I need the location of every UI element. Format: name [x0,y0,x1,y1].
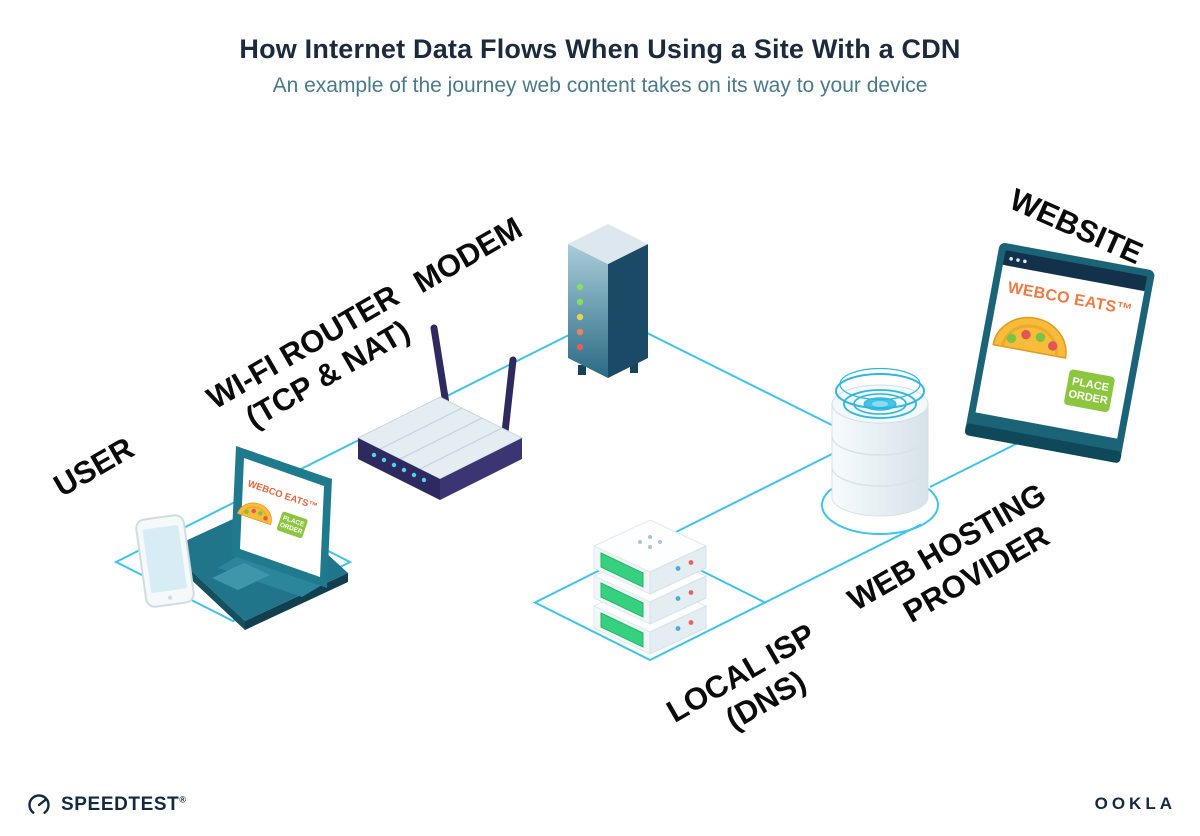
modem-side-face [608,244,648,378]
browser-titlebar [1003,250,1147,291]
modem-top-face [568,224,648,264]
registered-mark: ® [179,794,187,805]
floating-ring [835,373,925,409]
svg-text:MODEM: MODEM [408,210,528,300]
page-title: How Internet Data Flows When Using a Sit… [239,34,961,64]
hosting-database [831,367,929,517]
isp-server [592,519,708,655]
cylinder-body [831,403,929,517]
browser-window-dots [1009,257,1027,264]
header: How Internet Data Flows When Using a Sit… [0,34,1200,98]
modem-label: MODEM [408,210,528,300]
phone-home-button [167,595,173,600]
phone-screen [142,525,187,593]
user-phone [135,514,195,608]
line-hosting-website [929,441,1021,488]
speedtest-gauge-icon [28,794,50,816]
line-modem-right [629,323,862,441]
laptop-order-button [276,511,308,539]
router-antennas [430,324,517,436]
user-label: USER [48,430,140,503]
svg-text:USER: USER [48,430,140,503]
place-order-button [1064,369,1115,413]
router-side-face [440,438,522,500]
speedtest-wordmark: SPEEDTEST® [61,794,187,815]
speedtest-logo: SPEEDTEST® [26,792,187,818]
isp-label: LOCAL ISP (DNS) [661,617,821,737]
floating-ring [839,367,921,401]
line-isp-hosting [764,523,922,604]
router-front-face [358,438,440,500]
server-unit [592,519,708,595]
router-label: WI-FI ROUTER (TCP & NAT) [201,278,416,435]
router-leds [371,452,427,483]
wifi-router [356,324,524,500]
user-laptop: WEBCO EATS™ PLACE ORDER [168,446,348,630]
ookla-logo: OOKLA [1094,794,1176,813]
laptop-touchpad [212,563,270,590]
modem-leds [576,283,584,351]
modem-front-face [568,244,608,378]
line-to-isp [649,438,862,546]
page-subtitle: An example of the journey web content ta… [272,74,928,97]
modem-device [568,224,648,378]
user-network-diamond [113,501,353,623]
website-browser: WEBCO EATS™ PLACE ORDER [964,242,1155,463]
